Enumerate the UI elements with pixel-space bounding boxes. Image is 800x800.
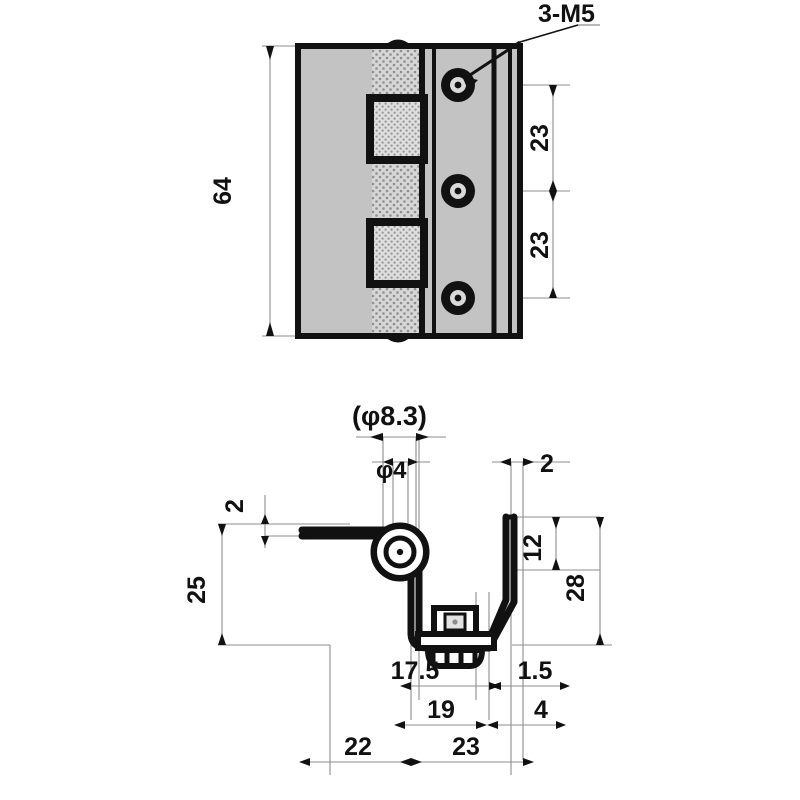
dim-label-64: 64	[209, 177, 237, 205]
dim-label-thickness-left-2: 2	[221, 499, 249, 513]
knuckle-band	[372, 49, 420, 333]
tapped-hole-2	[441, 174, 475, 208]
dim-label-19: 19	[427, 696, 455, 724]
fastener-detail	[415, 605, 497, 669]
dim-label-phi-8-3: (φ8.3)	[352, 401, 427, 431]
dim-label-4: 4	[534, 696, 548, 724]
knuckle-segments	[366, 94, 428, 288]
dim-label-12: 12	[519, 534, 547, 562]
tapped-hole-3	[441, 281, 475, 315]
knuckle-barrel-detail	[371, 523, 429, 581]
tapped-hole-1	[441, 68, 475, 102]
knuckle-end-tabs	[384, 39, 412, 343]
bottom-view-dim-ticks	[218, 433, 604, 766]
dim-label-28: 28	[562, 574, 590, 602]
tapped-holes-group	[441, 68, 475, 315]
dim-label-phi-4: φ4	[376, 457, 407, 484]
dim-label-25: 25	[183, 576, 211, 604]
bottom-view-extension-lines	[218, 436, 612, 775]
dim-label-pitch-lower: 23	[526, 231, 554, 259]
callout-label-3-m5: 3-M5	[538, 0, 595, 28]
dim-label-22: 22	[344, 733, 372, 761]
dim-ticks-pitch	[549, 85, 557, 298]
top-view-group: 3-M5 64 23 23	[209, 0, 600, 343]
dim-label-thickness-right-2: 2	[540, 450, 554, 478]
dim-ticks-64	[266, 46, 274, 336]
bottom-view-group: (φ8.3) φ4 2 2 25 12 28 17.5 1.5 19 4 22 …	[183, 401, 612, 775]
dim-label-17-5: 17.5	[391, 657, 440, 685]
dim-label-pitch-upper: 23	[526, 124, 554, 152]
dim-label-1-5: 1.5	[518, 657, 553, 685]
callout-leader-3-m5	[462, 24, 600, 90]
dim-label-23: 23	[452, 733, 480, 761]
